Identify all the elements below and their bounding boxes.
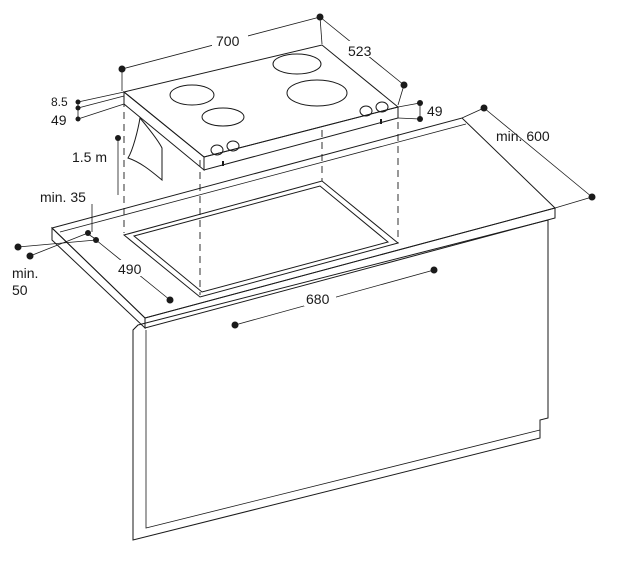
indicator-icon: [380, 119, 382, 124]
label-cutout-width: 680: [306, 291, 330, 307]
cabinet: [132, 219, 549, 541]
worktop-left-edge: [51, 226, 146, 330]
worktop-front-edge: [144, 207, 556, 329]
projection-lines: [123, 100, 399, 295]
cooking-zone-rear-left: [169, 84, 215, 106]
label-min-distance-front-1: min.: [12, 265, 38, 281]
worktop-cutout: [122, 180, 400, 298]
label-hob-edge-height: 8.5: [51, 95, 68, 109]
label-hob-depth: 523: [348, 43, 372, 59]
cutout-inner: [132, 185, 390, 293]
hob: [122, 44, 400, 182]
label-hob-height-right: 49: [427, 103, 443, 119]
label-min-distance-wall: min. 35: [40, 189, 86, 205]
hob-cable: [127, 116, 163, 182]
label-min-distance-front-2: 50: [12, 282, 28, 298]
label-hob-height-left: 49: [51, 112, 67, 128]
cutout-outer: [122, 180, 400, 298]
hob-left-face: [123, 90, 205, 172]
cabinet-inner-outline: [145, 330, 541, 529]
hob-front-face: [203, 106, 399, 171]
knob-icon: [375, 101, 389, 113]
cooking-zone-front-left: [201, 107, 245, 127]
indicator-icon: [222, 161, 224, 166]
control-knobs-left: [210, 140, 240, 166]
cooking-zone-front-right: [286, 79, 348, 107]
worktop-back-upstand: [59, 123, 467, 233]
knob-icon: [210, 144, 224, 156]
dimension-lines: [14, 13, 596, 329]
label-worktop-depth: min. 600: [496, 128, 550, 144]
dimension-labels: 700 523 8.5 49 49 1.5 m min. 35 min. 50 …: [12, 32, 550, 307]
cooking-zone-rear-right: [272, 53, 322, 75]
cabinet-front: [132, 219, 549, 541]
worktop-top-surface: [51, 117, 556, 319]
label-hob-width: 700: [216, 33, 240, 49]
label-cable-length: 1.5 m: [72, 149, 107, 165]
label-cutout-depth: 490: [118, 261, 142, 277]
knob-icon: [359, 105, 373, 117]
worktop: [51, 117, 556, 330]
control-knobs-right: [359, 101, 389, 124]
hob-top-surface: [122, 44, 400, 158]
cabinet-left-side: [132, 324, 139, 331]
knob-icon: [226, 140, 240, 152]
